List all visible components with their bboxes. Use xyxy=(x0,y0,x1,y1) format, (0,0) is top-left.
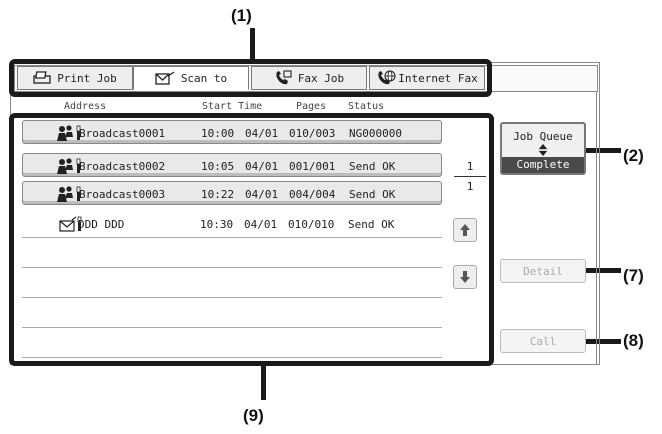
scroll-down-button[interactable] xyxy=(453,265,477,289)
job-date: 04/01 xyxy=(245,188,279,201)
job-status: Send OK xyxy=(349,188,396,201)
tab-label: Internet Fax xyxy=(398,71,478,85)
internet-fax-icon xyxy=(378,70,396,85)
broadcast-icon xyxy=(53,185,83,203)
row-separator xyxy=(22,297,442,298)
job-time: 10:00 xyxy=(201,127,235,140)
job-date: 04/01 xyxy=(244,218,278,231)
job-address: Broadcast0003 xyxy=(79,188,166,201)
toggle-arrows-icon xyxy=(538,144,548,156)
leader-8 xyxy=(583,339,621,344)
page-divider xyxy=(454,176,486,177)
job-row[interactable]: Broadcast0003 10:22 04/01 004/004 Send O… xyxy=(22,181,442,205)
job-address: Broadcast0002 xyxy=(79,160,166,173)
row-separator xyxy=(22,237,442,238)
row-separator xyxy=(22,327,442,328)
leader-2 xyxy=(583,148,621,153)
job-time: 10:05 xyxy=(201,160,235,173)
callout-7: (7) xyxy=(623,266,644,285)
leader-9 xyxy=(261,364,266,400)
scroll-up-button[interactable] xyxy=(453,218,477,242)
call-button[interactable]: Call xyxy=(500,329,586,353)
callout-2: (2) xyxy=(623,146,644,165)
broadcast-icon xyxy=(53,124,83,142)
page-total: 1 xyxy=(466,180,474,193)
tab-label: Fax Job xyxy=(297,71,345,85)
callout-1-frame xyxy=(9,59,492,97)
job-date: 04/01 xyxy=(245,160,279,173)
job-row[interactable]: Broadcast0001 10:00 04/01 010/003 NG0000… xyxy=(22,120,442,144)
scan-icon xyxy=(155,71,175,85)
tab-scan-to[interactable]: Scan to xyxy=(133,66,249,90)
page-current: 1 xyxy=(466,160,474,173)
broadcast-icon xyxy=(53,157,83,175)
arrow-up-icon xyxy=(460,224,470,236)
arrow-down-icon xyxy=(460,271,470,283)
call-label: Call xyxy=(529,334,557,348)
right-rail xyxy=(596,92,600,365)
row-separator xyxy=(22,267,442,268)
job-queue-label: Job Queue xyxy=(513,130,573,143)
job-status: NG000000 xyxy=(349,127,402,140)
tab-print-job[interactable]: Print Job xyxy=(17,66,133,90)
complete-label: Complete xyxy=(502,157,584,173)
job-status: Send OK xyxy=(348,218,395,231)
job-time: 10:30 xyxy=(200,218,234,231)
email-icon xyxy=(52,215,82,233)
row-separator xyxy=(22,357,442,358)
job-row[interactable]: Broadcast0002 10:05 04/01 001/001 Send O… xyxy=(22,153,442,177)
column-header-address: Address xyxy=(64,101,107,112)
tab-internet-fax[interactable]: Internet Fax xyxy=(369,66,485,90)
job-queue-complete-button[interactable]: Job Queue Complete xyxy=(500,122,586,175)
column-header-pages: Pages xyxy=(296,101,327,112)
job-pages: 001/001 xyxy=(289,160,336,173)
job-status: Send OK xyxy=(349,160,396,173)
column-header-status: Status xyxy=(348,101,385,112)
column-header-start-time: Start Time xyxy=(202,101,263,112)
leader-1 xyxy=(250,28,255,60)
tab-label: Print Job xyxy=(57,71,117,85)
printer-icon xyxy=(33,71,51,84)
job-address: Broadcast0001 xyxy=(79,127,166,140)
leader-7 xyxy=(583,268,621,273)
tab-label: Scan to xyxy=(180,71,228,85)
callout-9-frame xyxy=(9,113,494,366)
callout-8: (8) xyxy=(623,331,644,350)
callout-9: (9) xyxy=(243,406,264,425)
job-pages: 010/010 xyxy=(288,218,335,231)
detail-label: Detail xyxy=(523,264,563,278)
detail-button[interactable]: Detail xyxy=(500,259,586,283)
callout-1: (1) xyxy=(231,6,252,25)
job-time: 10:22 xyxy=(201,188,235,201)
job-address: DDD DDD xyxy=(78,218,125,231)
job-pages: 010/003 xyxy=(289,127,336,140)
job-row[interactable]: DDD DDD 10:30 04/01 010/010 Send OK xyxy=(22,212,442,236)
job-pages: 004/004 xyxy=(289,188,336,201)
phone-icon xyxy=(276,70,292,85)
job-date: 04/01 xyxy=(245,127,279,140)
tab-fax-job[interactable]: Fax Job xyxy=(251,66,367,90)
